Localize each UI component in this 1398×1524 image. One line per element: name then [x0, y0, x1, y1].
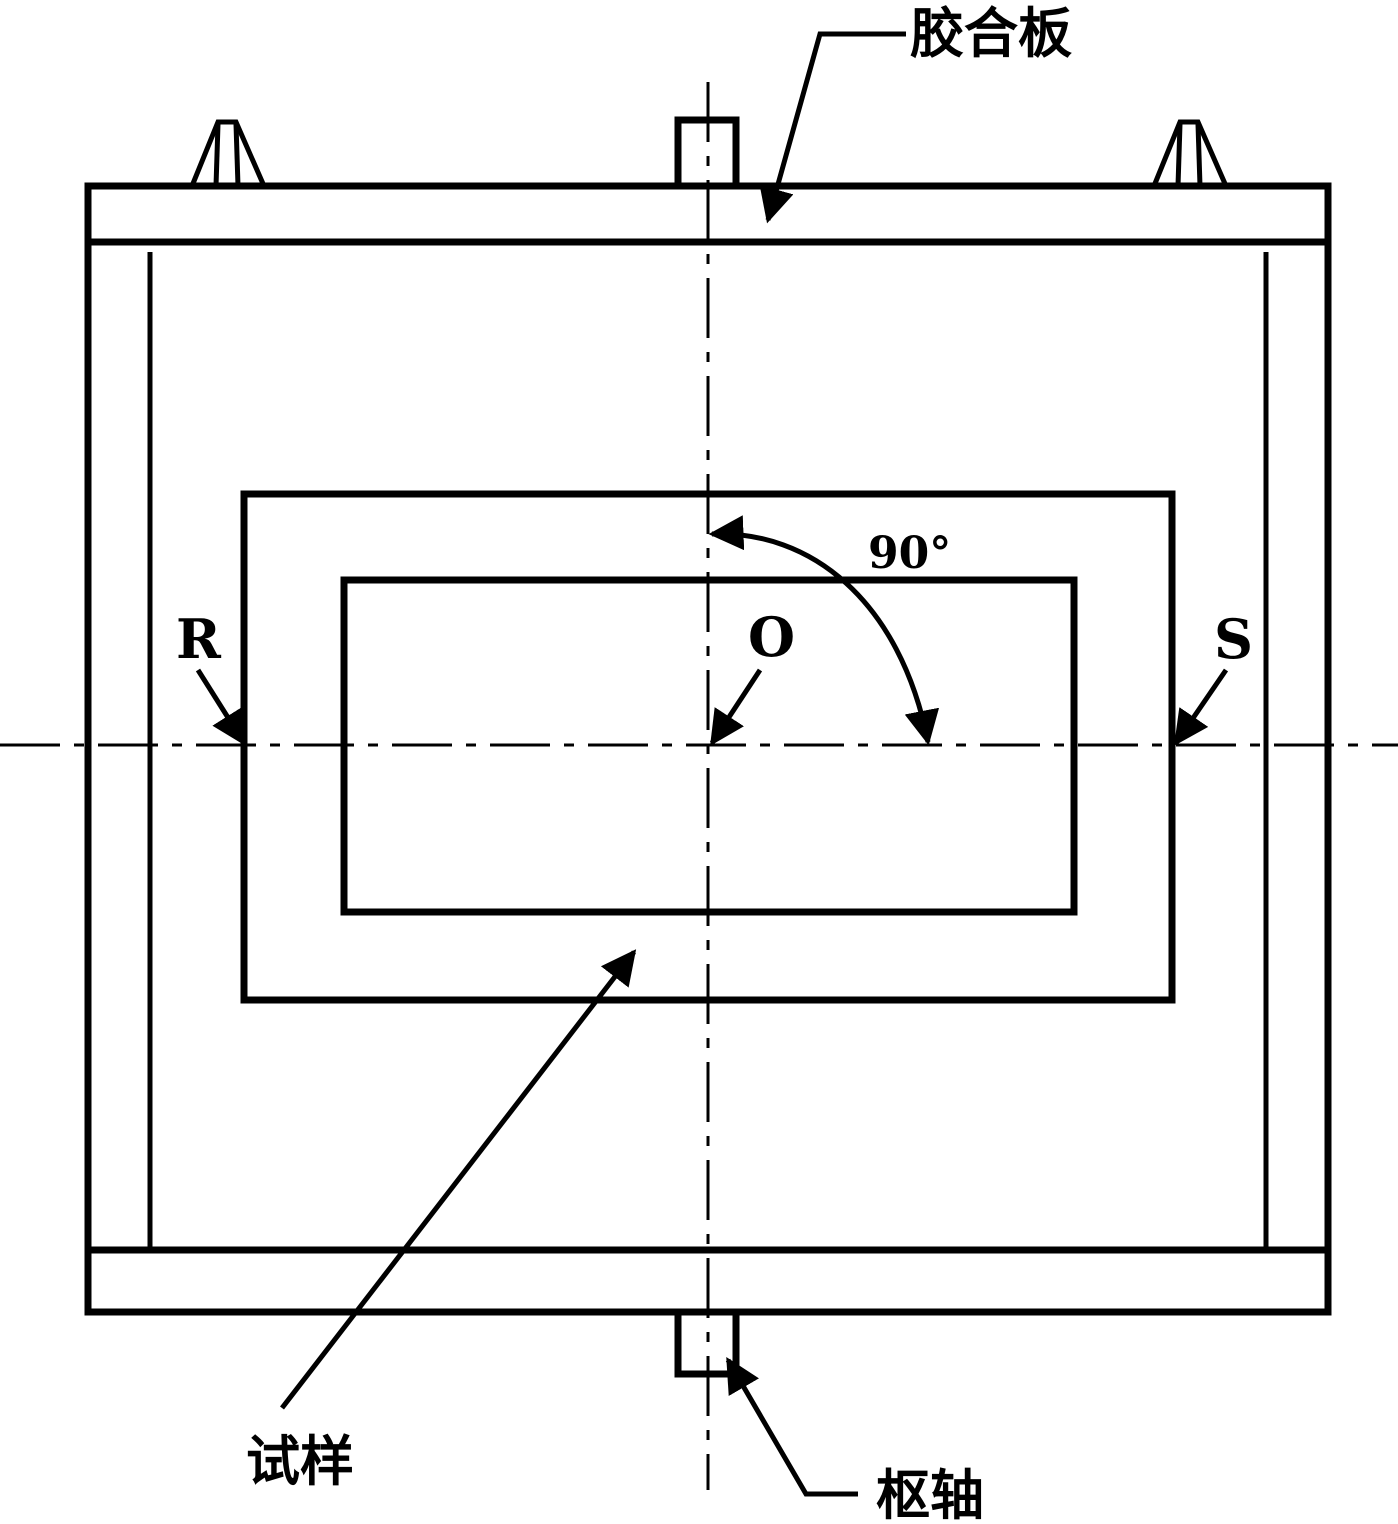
point-s-label: S [1214, 607, 1253, 671]
plywood-leader [759, 31, 906, 224]
point-s-leader [1173, 668, 1229, 746]
point-r-leader [195, 668, 247, 746]
point-o-leader [709, 668, 763, 746]
specimen-label: 试样 [246, 1430, 354, 1493]
pivot-label: 枢轴 [876, 1464, 984, 1524]
specimen-leader [280, 949, 637, 1410]
top-right-clamp [1151, 119, 1229, 188]
point-o-label: O [748, 605, 795, 669]
point-r-label: R [176, 607, 222, 671]
plywood-label: 胶合板 [910, 2, 1072, 65]
top-left-clamp [189, 119, 267, 188]
rotation-arc [708, 515, 940, 746]
angle-label: 90° [868, 528, 951, 579]
pivot-leader [725, 1356, 858, 1497]
